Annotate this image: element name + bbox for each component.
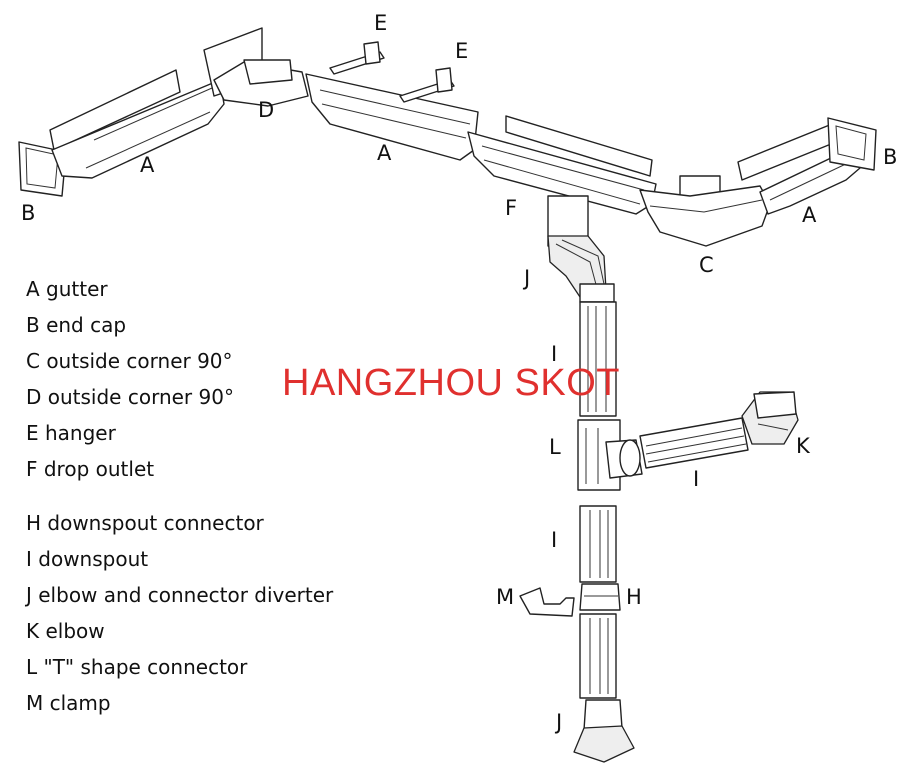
legend-item-h: H downspout connector	[26, 511, 264, 535]
callout-b-left: B	[21, 201, 36, 225]
legend-item-a: A gutter	[26, 277, 108, 301]
clamp	[519, 587, 575, 617]
callout-m: M	[496, 585, 515, 609]
downspout-bottom	[579, 613, 617, 699]
callout-k: K	[796, 434, 810, 458]
legend-item-k: K elbow	[26, 619, 105, 643]
callout-e-left: E	[374, 11, 388, 35]
callout-c: C	[699, 253, 714, 277]
callout-b-right: B	[883, 145, 898, 169]
callout-d: D	[258, 98, 275, 122]
legend-item-b: B end cap	[26, 313, 127, 337]
watermark-text: HANGZHOU SKOT	[282, 362, 620, 404]
callout-a-middle: A	[377, 141, 392, 165]
legend-item-j: J elbow and connector diverter	[26, 583, 334, 607]
callout-e-right: E	[455, 39, 469, 63]
legend-item-d: D outside corner 90°	[26, 385, 234, 409]
legend-item-l: L "T" shape connector	[26, 655, 248, 679]
legend-item-f: F drop outlet	[26, 457, 155, 481]
downspout-upper	[579, 301, 617, 417]
downspout-connector	[579, 583, 621, 611]
downspout-lower	[579, 505, 617, 583]
callout-j-upper: J	[524, 266, 531, 290]
outside-corner-d	[203, 27, 309, 107]
callout-a-right: A	[802, 203, 817, 227]
callout-i-upper: I	[551, 342, 558, 366]
callout-l: L	[549, 435, 561, 459]
downspout-upper-assembly	[547, 195, 615, 303]
end-cap-right	[827, 117, 877, 171]
callout-j-lower: J	[556, 710, 563, 734]
callout-a-left: A	[140, 153, 155, 177]
legend-item-e: E hanger	[26, 421, 116, 445]
outside-corner-c	[639, 175, 771, 247]
legend-item-m: M clamp	[26, 691, 111, 715]
gutter-middle	[305, 73, 479, 161]
gutter-right-long	[467, 115, 657, 215]
gutter-left	[49, 69, 225, 179]
downspout-horizontal	[639, 417, 749, 469]
elbow-k	[741, 391, 799, 445]
callout-f: F	[505, 196, 518, 220]
t-connector	[577, 419, 643, 491]
callout-i-lower: I	[551, 528, 558, 552]
elbow-bottom	[573, 699, 635, 763]
hangers	[329, 41, 455, 103]
legend-item-c: C outside corner 90°	[26, 349, 233, 373]
callout-h: H	[626, 585, 642, 609]
callout-i-horizontal: I	[693, 467, 700, 491]
legend-item-i: I downspout	[26, 547, 149, 571]
